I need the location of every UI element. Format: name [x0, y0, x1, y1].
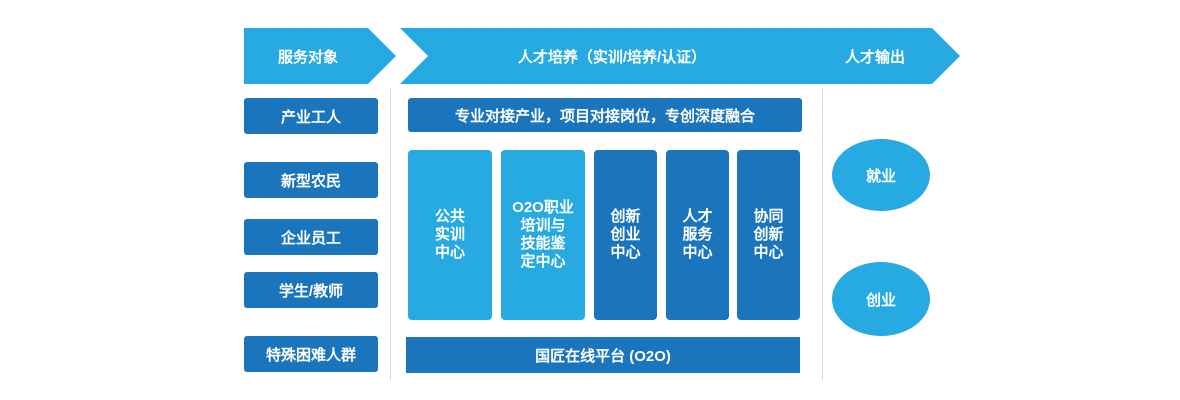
arrow-training: 人才培养（实训/培养/认证）	[400, 28, 824, 84]
arrow-output-label: 人才输出	[844, 48, 905, 66]
arrow-shape	[244, 28, 396, 84]
center-card-public-training: 公共 实训 中心	[408, 150, 492, 320]
card-line: 创业	[610, 226, 641, 243]
output-employment: 就业	[832, 139, 930, 211]
card-line: 中心	[682, 244, 713, 261]
card-line: 协同	[753, 208, 784, 225]
card-line: 定中心	[520, 253, 566, 270]
arrow-training-label: 人才培养（实训/培养/认证）	[517, 48, 707, 66]
banner: 专业对接产业，项目对接岗位，专创深度融合	[408, 98, 802, 132]
card-line: 创新	[753, 226, 784, 243]
card-line: 培训与	[520, 217, 566, 234]
target-item: 企业员工	[244, 219, 378, 255]
target-item: 学生/教师	[244, 272, 378, 308]
center-card-innovation: 创新 创业 中心	[594, 150, 657, 320]
card-line: 中心	[610, 244, 641, 261]
divider-left	[390, 88, 391, 380]
card-line: 创新	[610, 208, 641, 225]
target-item: 新型农民	[244, 162, 378, 198]
card-line: O2O职业	[512, 199, 574, 216]
arrow-shape	[400, 28, 824, 84]
platform-bar: 国匠在线平台 (O2O)	[406, 337, 800, 373]
card-line: 技能鉴	[520, 235, 566, 252]
center-card-o2o-training: O2O职业 培训与 技能鉴 定中心	[501, 150, 585, 320]
arrow-target-label: 服务对象	[277, 48, 338, 66]
center-card-collaborative: 协同 创新 中心	[737, 150, 800, 320]
card-line: 服务	[682, 226, 713, 243]
arrow-output: 人才输出	[790, 28, 960, 84]
target-item: 特殊困难人群	[244, 336, 378, 372]
target-item: 产业工人	[244, 98, 378, 134]
arrow-shape	[790, 28, 960, 84]
card-line: 公共	[434, 208, 465, 225]
arrow-target: 服务对象	[244, 28, 396, 84]
card-line: 实训	[434, 226, 465, 243]
center-card-talent-service: 人才 服务 中心	[666, 150, 729, 320]
card-line: 人才	[682, 208, 713, 225]
divider-right	[822, 88, 823, 380]
output-entrepreneurship: 创业	[832, 262, 930, 336]
card-line: 中心	[753, 244, 784, 261]
card-line: 中心	[434, 244, 465, 261]
